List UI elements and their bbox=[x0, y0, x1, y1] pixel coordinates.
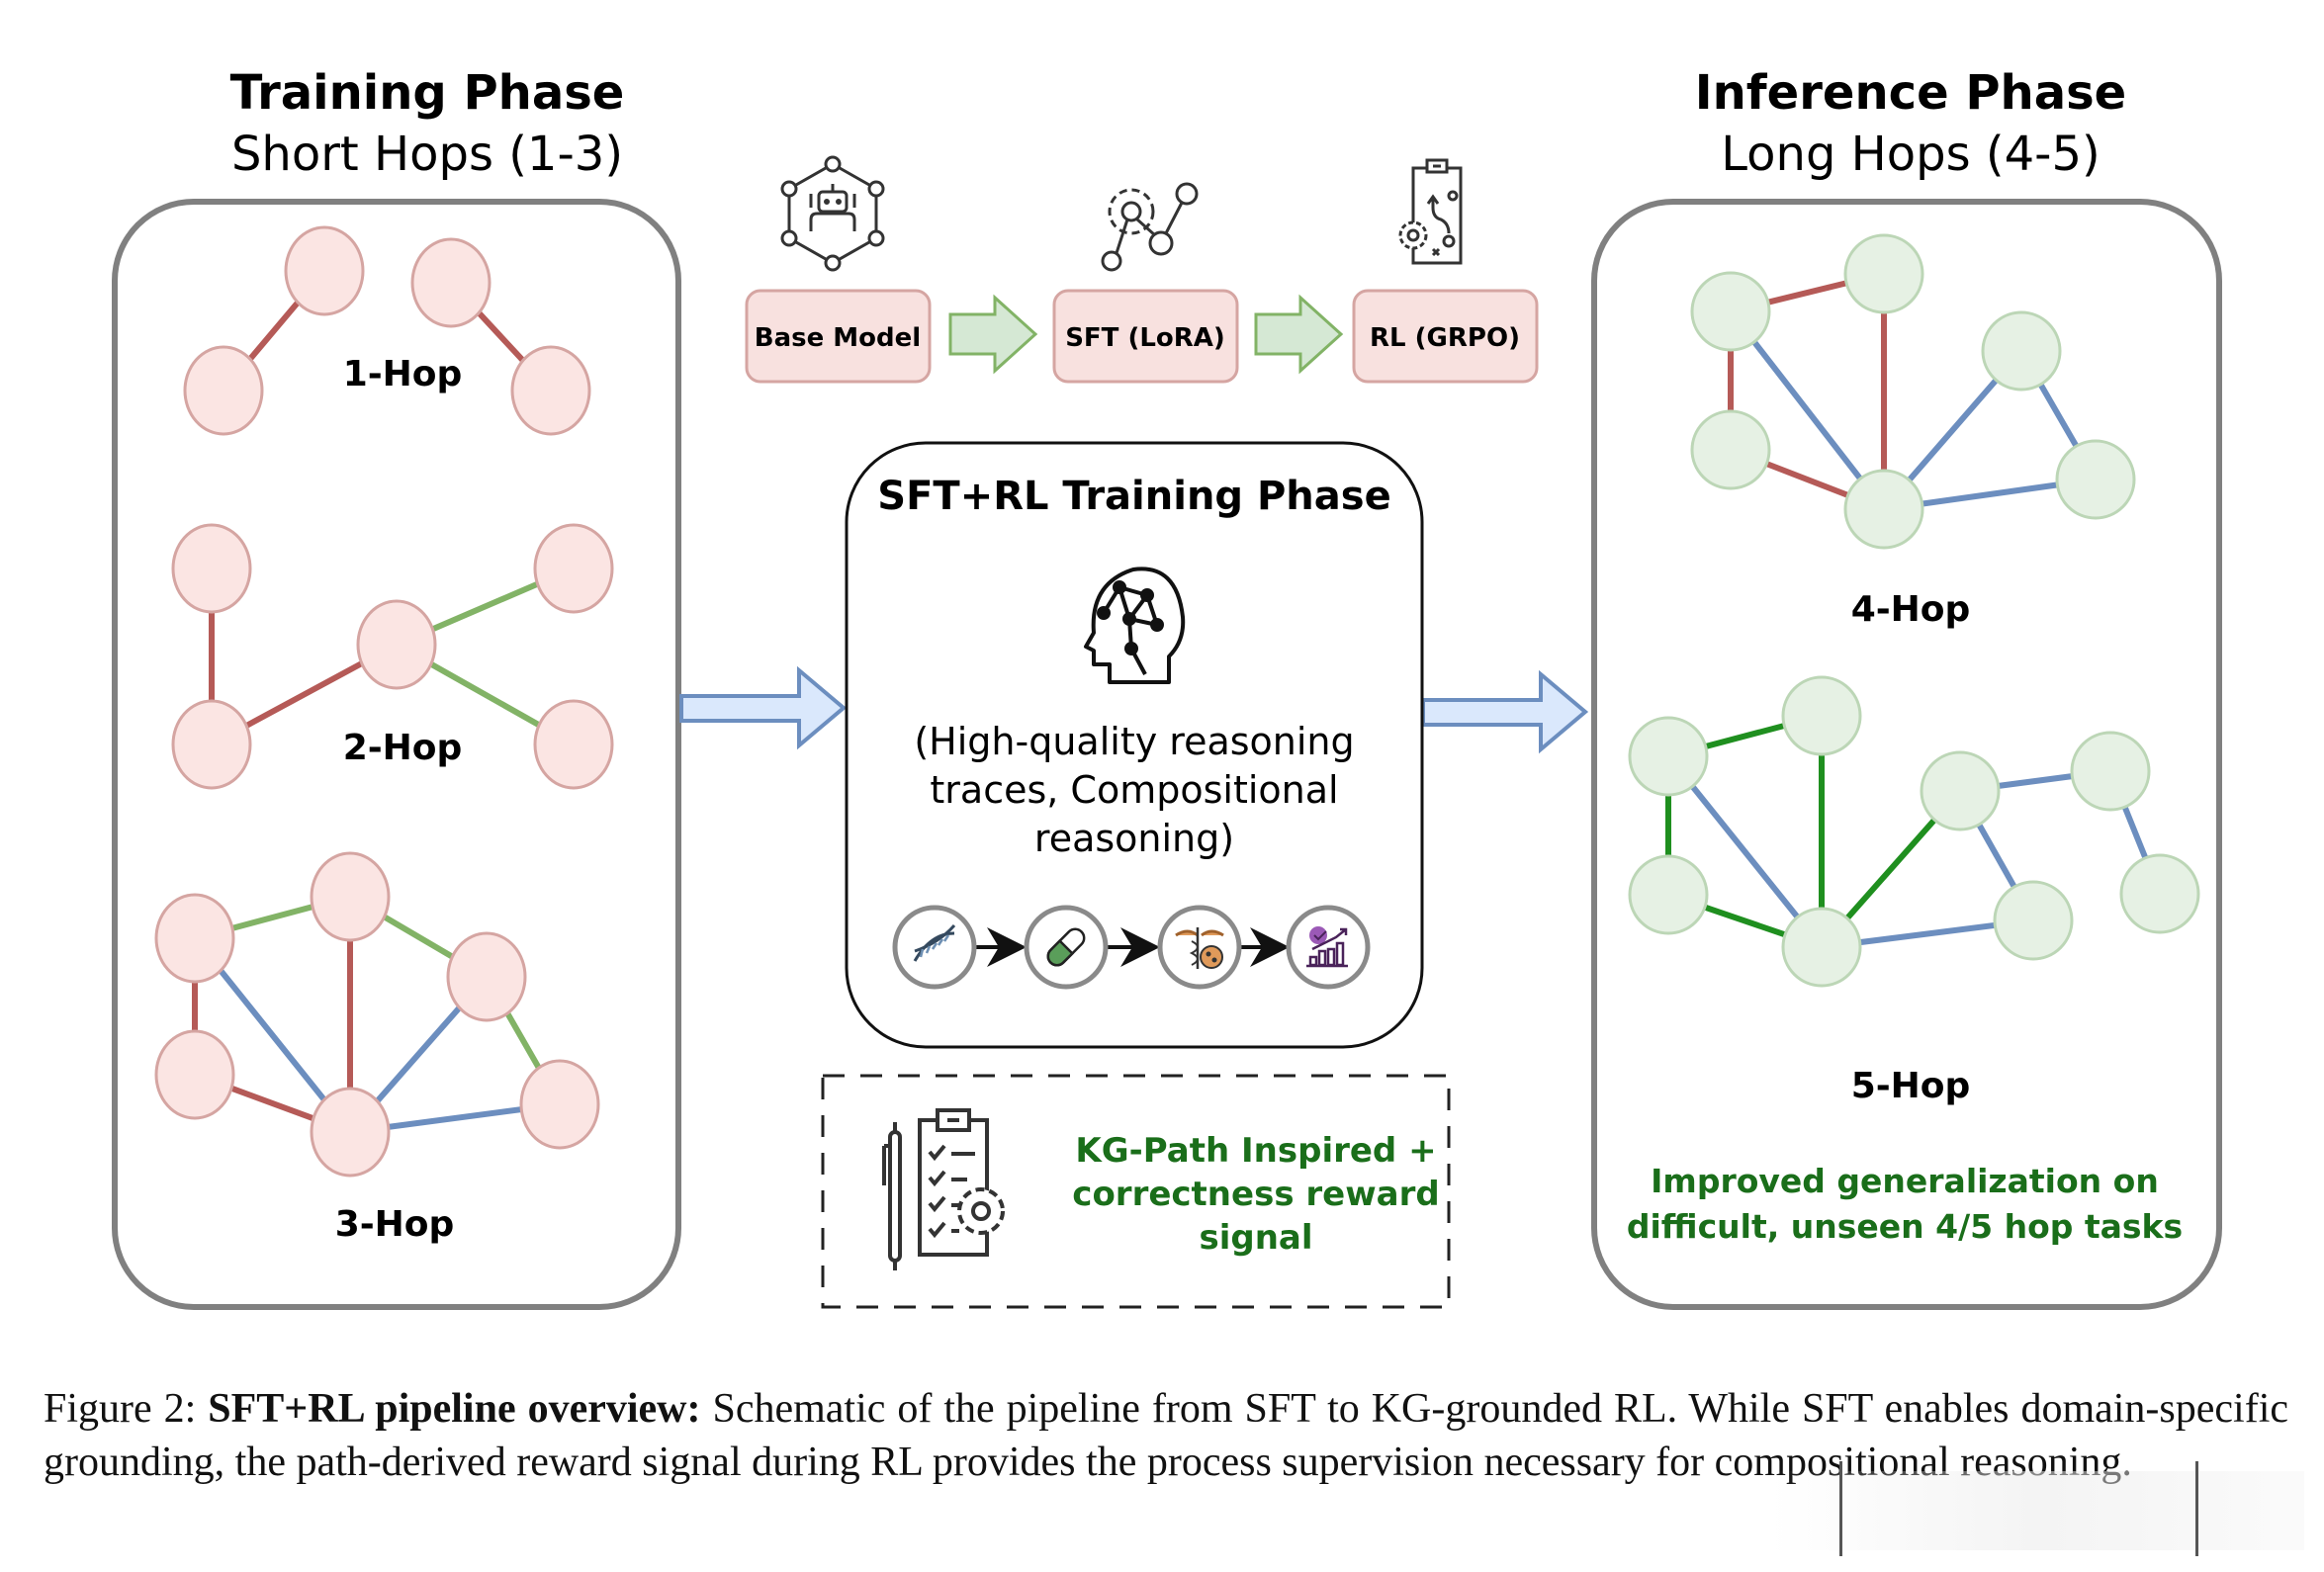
brain-network-head-icon bbox=[1084, 567, 1186, 684]
graph-label-1-hop: 1-Hop bbox=[343, 354, 463, 394]
training-panel-subtitle: Short Hops (1-3) bbox=[231, 127, 623, 182]
graph-node bbox=[510, 345, 591, 436]
dna-icon bbox=[892, 905, 977, 990]
reward-signal-box: KG-Path Inspired + correctness reward si… bbox=[821, 1074, 1451, 1309]
success-chart-icon bbox=[1286, 905, 1371, 990]
inference-panel-subtitle: Long Hops (4-5) bbox=[1721, 127, 2100, 182]
graph-label-3-hop: 3-Hop bbox=[335, 1204, 455, 1245]
graph-node bbox=[1843, 233, 1924, 314]
gear-graph-icon bbox=[1101, 182, 1199, 272]
graph-node bbox=[2070, 731, 2151, 812]
sft-rl-description-line-3: reasoning) bbox=[1034, 817, 1234, 860]
graph-edge-blue bbox=[1728, 309, 1887, 511]
inference-panel: Inference Phase Long Hops (4-5) 4-Hop 5-… bbox=[1591, 65, 2222, 1310]
graph-node bbox=[1781, 675, 1862, 756]
graph-node bbox=[1628, 854, 1709, 935]
graph-node bbox=[1690, 271, 1771, 352]
graph-node bbox=[2119, 853, 2200, 934]
caption-prefix: Figure 2: bbox=[44, 1386, 209, 1432]
graph-node bbox=[1993, 880, 2074, 961]
outcome-text-line-2: difficult, unseen 4/5 hop tasks bbox=[1627, 1207, 2183, 1246]
training-panel-frame bbox=[112, 199, 681, 1310]
sft-rl-description-line-1: (High-quality reasoning bbox=[914, 720, 1354, 763]
graph-node bbox=[171, 699, 252, 790]
reward-text-line-3: signal bbox=[1199, 1218, 1312, 1258]
inference-panel-title: Inference Phase bbox=[1695, 65, 2126, 121]
reward-text-line-1: KG-Path Inspired + bbox=[1075, 1131, 1436, 1171]
caption-bold-title: SFT+RL pipeline overview: bbox=[208, 1386, 701, 1432]
outcome-text-line-1: Improved generalization on bbox=[1651, 1162, 2159, 1200]
graph-node bbox=[1981, 310, 2062, 392]
training-panel: Training Phase Short Hops (1-3) 1-Hop 2-… bbox=[112, 65, 681, 1310]
graph-node bbox=[1781, 907, 1862, 988]
graph-node bbox=[1690, 409, 1771, 490]
graph-label-2-hop: 2-Hop bbox=[343, 728, 463, 768]
graph-2-hop bbox=[171, 523, 614, 790]
pipeline-figure: Training Phase Short Hops (1-3) 1-Hop 2-… bbox=[112, 65, 2222, 1310]
sft-rl-training-panel: SFT+RL Training Phase (High-quality reas… bbox=[845, 441, 1424, 1049]
caption-body: Schematic of the pipeline from SFT to KG… bbox=[44, 1386, 2289, 1485]
graph-node bbox=[533, 699, 614, 790]
robot-network-icon bbox=[780, 155, 885, 272]
graph-node bbox=[2055, 439, 2136, 520]
strategy-clipboard-icon bbox=[1398, 158, 1463, 265]
graph-node bbox=[310, 851, 391, 942]
graph-node bbox=[533, 523, 614, 614]
reasoning-chain bbox=[892, 905, 1371, 990]
stage-label-base-model: Base Model bbox=[755, 323, 921, 353]
graph-node bbox=[1920, 750, 2001, 831]
graph-node bbox=[519, 1059, 600, 1150]
graph-label-4-hop: 4-Hop bbox=[1851, 589, 1971, 630]
stage-label-rl-grpo: RL (GRPO) bbox=[1370, 323, 1520, 353]
graph-4-hop bbox=[1690, 233, 2136, 550]
graph-node bbox=[356, 599, 437, 690]
sft-rl-description-line-2: traces, Compositional bbox=[930, 768, 1338, 812]
pill-icon bbox=[1024, 905, 1109, 990]
training-panel-title: Training Phase bbox=[230, 65, 625, 121]
graph-edge-blue bbox=[1665, 754, 1825, 949]
stage-sft-lora bbox=[1052, 289, 1239, 384]
sft-rl-title: SFT+RL Training Phase bbox=[877, 474, 1390, 519]
graph-1-hop bbox=[183, 225, 591, 436]
figure-caption: Figure 2: SFT+RL pipeline overview: Sche… bbox=[44, 1382, 2288, 1489]
stage-label-sft-lora: SFT (LoRA) bbox=[1065, 323, 1225, 353]
stage-arrow-1 bbox=[948, 294, 1038, 375]
flow-arrow-into-inference bbox=[1421, 669, 1589, 754]
graph-node bbox=[154, 1029, 235, 1120]
sft-rl-frame bbox=[845, 441, 1424, 1049]
graph-3-hop bbox=[154, 851, 600, 1178]
graph-node bbox=[310, 1087, 391, 1178]
flow-arrow-into-training bbox=[679, 665, 848, 750]
graph-node bbox=[1843, 469, 1924, 550]
caduceus-icon bbox=[1157, 905, 1242, 990]
reward-text-line-2: correctness reward bbox=[1072, 1175, 1439, 1214]
stage-arrow-2 bbox=[1254, 294, 1344, 375]
graph-node bbox=[446, 931, 527, 1022]
graph-node bbox=[284, 225, 365, 316]
graph-node bbox=[154, 893, 235, 984]
checklist-gear-icon bbox=[882, 1108, 1005, 1270]
stage-rl-grpo bbox=[1352, 289, 1539, 384]
pipeline-stages: Base Model SFT (LoRA) RL (GRPO) bbox=[745, 155, 1539, 384]
graph-node bbox=[183, 345, 264, 436]
graph-node bbox=[1628, 716, 1709, 797]
graph-label-5-hop: 5-Hop bbox=[1851, 1066, 1971, 1106]
reward-box-frame bbox=[821, 1074, 1451, 1309]
graph-5-hop bbox=[1628, 675, 2200, 988]
graph-node bbox=[410, 237, 492, 328]
stage-base-model bbox=[745, 289, 932, 384]
graph-node bbox=[171, 523, 252, 614]
